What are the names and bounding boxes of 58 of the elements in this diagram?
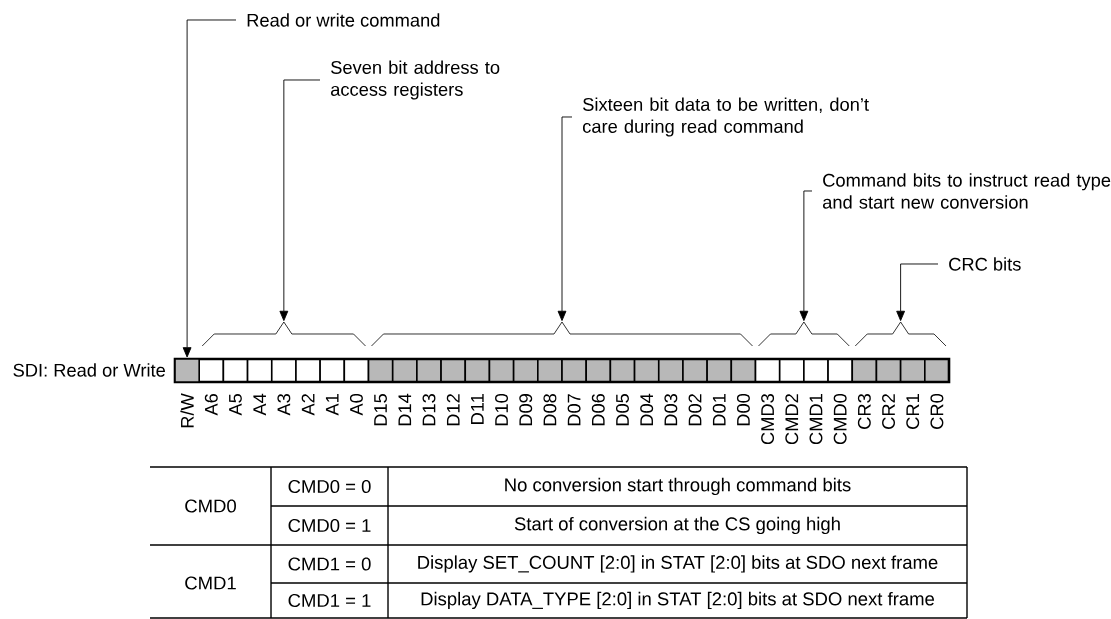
bit-name: CR2 bbox=[882, 394, 895, 429]
table-text: No conversion start through command bits bbox=[505, 477, 851, 496]
leader-line bbox=[896, 263, 939, 322]
bit-name: D00 bbox=[736, 393, 750, 426]
bit-name: D10 bbox=[495, 393, 508, 426]
bit-name: A5 bbox=[229, 393, 242, 416]
leader-line bbox=[557, 116, 573, 322]
bracket bbox=[854, 321, 947, 347]
table-text: CMD1 bbox=[185, 576, 236, 590]
bit-name: CMD3 bbox=[761, 394, 775, 445]
bracket bbox=[371, 321, 753, 347]
bit-name: D04 bbox=[640, 393, 654, 426]
bit-name: D13 bbox=[422, 394, 436, 426]
bit-name: A6 bbox=[204, 394, 218, 416]
bit-name: CR3 bbox=[857, 394, 871, 429]
callout-text: Sixteen bit data to be written, don’t care during read command bbox=[583, 97, 869, 137]
callout-text: Command bits to instruct read type and start new conversion bbox=[823, 173, 1111, 209]
bit-name: CMD2 bbox=[785, 394, 799, 445]
table-text: CMD1 = 1 bbox=[288, 593, 371, 608]
bit-name: D07 bbox=[567, 394, 581, 426]
leader-line bbox=[182, 19, 237, 358]
bit-name: CR1 bbox=[906, 394, 920, 429]
bit-name: D12 bbox=[446, 394, 460, 426]
bit-name: D14 bbox=[398, 393, 412, 426]
bit-name: D03 bbox=[664, 394, 678, 426]
signal-name: SDI: Read or Write bbox=[13, 363, 165, 377]
table-text: Start of conversion at the CS going high bbox=[514, 516, 840, 535]
bracket bbox=[758, 321, 850, 347]
bit-name: A3 bbox=[277, 394, 291, 416]
bit-name: A0 bbox=[349, 393, 363, 416]
bit-name: R/W bbox=[180, 393, 194, 428]
bit-name: A2 bbox=[301, 394, 315, 416]
callout-text: Seven bit address to access registers bbox=[331, 60, 500, 100]
callout-text: CRC bits bbox=[949, 257, 1021, 271]
table-text: CMD0 = 1 bbox=[288, 518, 371, 533]
table-text: CMD1 = 0 bbox=[288, 557, 371, 571]
bit-name: A1 bbox=[325, 394, 339, 416]
table-text: Display SET_COUNT [2:0] in STAT [2:0] bits at SDO next frame bbox=[418, 555, 938, 573]
bit-name: CMD1 bbox=[809, 394, 823, 445]
bit-name: D08 bbox=[543, 394, 557, 426]
leader-line bbox=[799, 190, 813, 322]
bracket bbox=[201, 321, 366, 347]
table-text: CMD0 bbox=[185, 499, 236, 513]
table-text: Display DATA_TYPE [2:0] in STAT [2:0] bits at SDO next frame bbox=[421, 591, 935, 610]
register-cell bbox=[174, 358, 200, 383]
bit-name: D01 bbox=[712, 394, 726, 426]
bit-name: D11 bbox=[471, 394, 484, 424]
bit-name: D02 bbox=[688, 394, 702, 426]
leader-line bbox=[279, 79, 321, 322]
bit-name: CMD0 bbox=[833, 393, 847, 445]
bit-name: CR0 bbox=[930, 393, 944, 429]
table-text: CMD0 = 0 bbox=[288, 479, 371, 494]
callout-text: Read or write command bbox=[247, 13, 440, 27]
bit-name: D15 bbox=[374, 393, 387, 426]
bit-name: D06 bbox=[591, 394, 605, 426]
bit-name: D09 bbox=[519, 394, 533, 426]
bit-name: D05 bbox=[616, 393, 629, 426]
bit-name: A4 bbox=[253, 393, 266, 416]
